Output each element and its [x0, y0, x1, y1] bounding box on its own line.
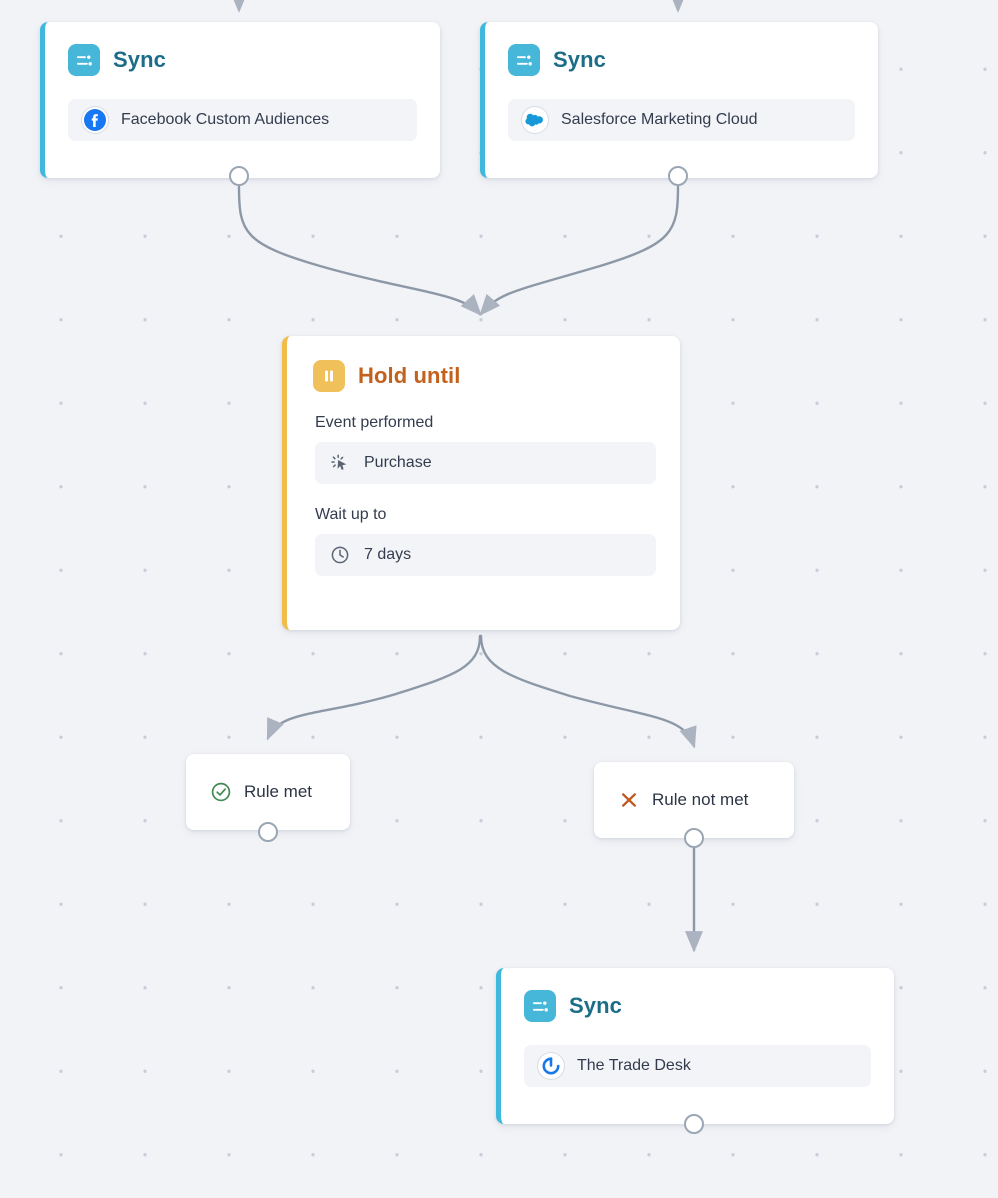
- wait-value: 7 days: [364, 546, 412, 563]
- wait-value-field[interactable]: 7 days: [315, 534, 656, 576]
- event-value: Purchase: [364, 454, 432, 471]
- edge-hold-to-rule-met: [266, 634, 482, 741]
- pause-icon: [313, 360, 345, 392]
- node-sync-facebook[interactable]: Sync Facebook Custom Audiences: [40, 22, 440, 178]
- destination-label: Facebook Custom Audiences: [121, 111, 330, 128]
- node-sync-salesforce[interactable]: Sync Salesforce Marketing Cloud: [480, 22, 878, 178]
- clock-icon: [329, 544, 351, 566]
- destination-field[interactable]: The Trade Desk: [524, 1045, 871, 1087]
- node-sync-tradedesk[interactable]: Sync The Trade Desk: [496, 968, 894, 1124]
- sync-sliders-icon: [508, 44, 540, 76]
- field-event-performed: Event performed Purchase: [315, 414, 656, 484]
- sync-sliders-icon: [524, 990, 556, 1022]
- result-row: Rule met: [186, 754, 350, 830]
- edge-facebook-to-hold: [237, 185, 482, 316]
- connector-handle-rule-not-met[interactable]: [684, 828, 704, 848]
- result-row: Rule not met: [594, 762, 794, 838]
- node-header: Sync: [508, 44, 878, 76]
- click-cursor-icon: [329, 452, 351, 474]
- node-header: Sync: [524, 990, 894, 1022]
- field-wait-up-to: Wait up to 7 days: [315, 506, 656, 576]
- node-rule-met[interactable]: Rule met: [186, 754, 350, 830]
- trade-desk-logo-icon: [538, 1053, 564, 1079]
- node-title: Sync: [553, 47, 606, 72]
- node-title: Sync: [569, 993, 622, 1018]
- node-header: Hold until: [313, 360, 680, 392]
- destination-label: The Trade Desk: [577, 1057, 691, 1074]
- node-rule-not-met[interactable]: Rule not met: [594, 762, 794, 838]
- facebook-logo-icon: [82, 107, 108, 133]
- connector-handle-sync-facebook[interactable]: [229, 166, 249, 186]
- destination-field[interactable]: Facebook Custom Audiences: [68, 99, 417, 141]
- node-title: Hold until: [358, 363, 461, 388]
- node-hold-until[interactable]: Hold until Event performed: [282, 336, 680, 630]
- result-label: Rule not met: [652, 790, 749, 809]
- edge-hold-to-rule-not-met: [479, 634, 697, 749]
- salesforce-cloud-logo-icon: [522, 107, 548, 133]
- destination-field[interactable]: Salesforce Marketing Cloud: [508, 99, 855, 141]
- field-label: Event performed: [315, 414, 434, 431]
- result-label: Rule met: [244, 782, 313, 801]
- node-title: Sync: [113, 47, 166, 72]
- connector-handle-sync-salesforce[interactable]: [668, 166, 688, 186]
- destination-label: Salesforce Marketing Cloud: [561, 111, 758, 128]
- circle-check-icon: [210, 781, 232, 803]
- event-value-field[interactable]: Purchase: [315, 442, 656, 484]
- sync-sliders-icon: [68, 44, 100, 76]
- connector-handle-sync-tradedesk[interactable]: [684, 1114, 704, 1134]
- x-mark-icon: [618, 789, 640, 811]
- edge-salesforce-to-hold: [479, 185, 680, 317]
- connector-handle-rule-met[interactable]: [258, 822, 278, 842]
- node-header: Sync: [68, 44, 440, 76]
- field-label: Wait up to: [315, 506, 387, 523]
